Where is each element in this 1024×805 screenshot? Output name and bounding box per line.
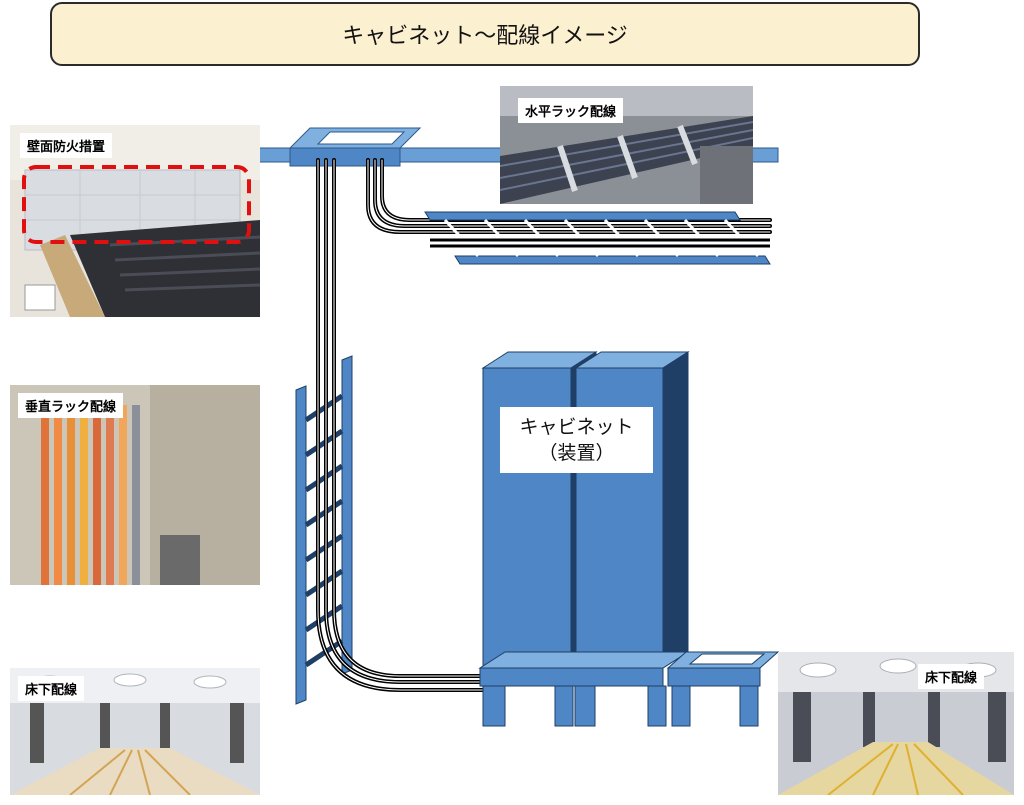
underfloor-stand-right bbox=[666, 651, 780, 727]
photo-label-wall-fire: 壁面防火措置 bbox=[20, 133, 113, 158]
cabinet-label: キャビネット （装置） bbox=[500, 407, 653, 473]
cabinet-stand bbox=[478, 651, 690, 727]
cabinet-right bbox=[574, 351, 690, 669]
top-junction-box bbox=[288, 127, 422, 167]
horizontal-ladder-rack bbox=[424, 211, 771, 265]
cabinet-label-line2: （装置） bbox=[538, 442, 615, 464]
photo-underfloor-right: 床下配線 bbox=[778, 652, 1014, 795]
horizontal-cables bbox=[366, 158, 772, 234]
photo-vertical-rack: 垂直ラック配線 bbox=[10, 385, 260, 585]
photo-wall-fire-protection: 壁面防火措置 bbox=[10, 125, 260, 317]
photo-label-underfloor-right: 床下配線 bbox=[918, 664, 985, 689]
photo-underfloor-left: 床下配線 bbox=[10, 668, 260, 795]
photo-label-horizontal-rack: 水平ラック配線 bbox=[518, 98, 624, 123]
vertical-cables bbox=[316, 158, 512, 692]
photo-label-vertical-rack: 垂直ラック配線 bbox=[18, 393, 124, 418]
photo-horizontal-rack: 水平ラック配線 bbox=[500, 86, 753, 204]
cabinet-label-line1: キャビネット bbox=[519, 416, 634, 438]
photo-label-underfloor-left: 床下配線 bbox=[18, 676, 85, 701]
page-title: キャビネット～配線イメージ bbox=[50, 2, 920, 66]
